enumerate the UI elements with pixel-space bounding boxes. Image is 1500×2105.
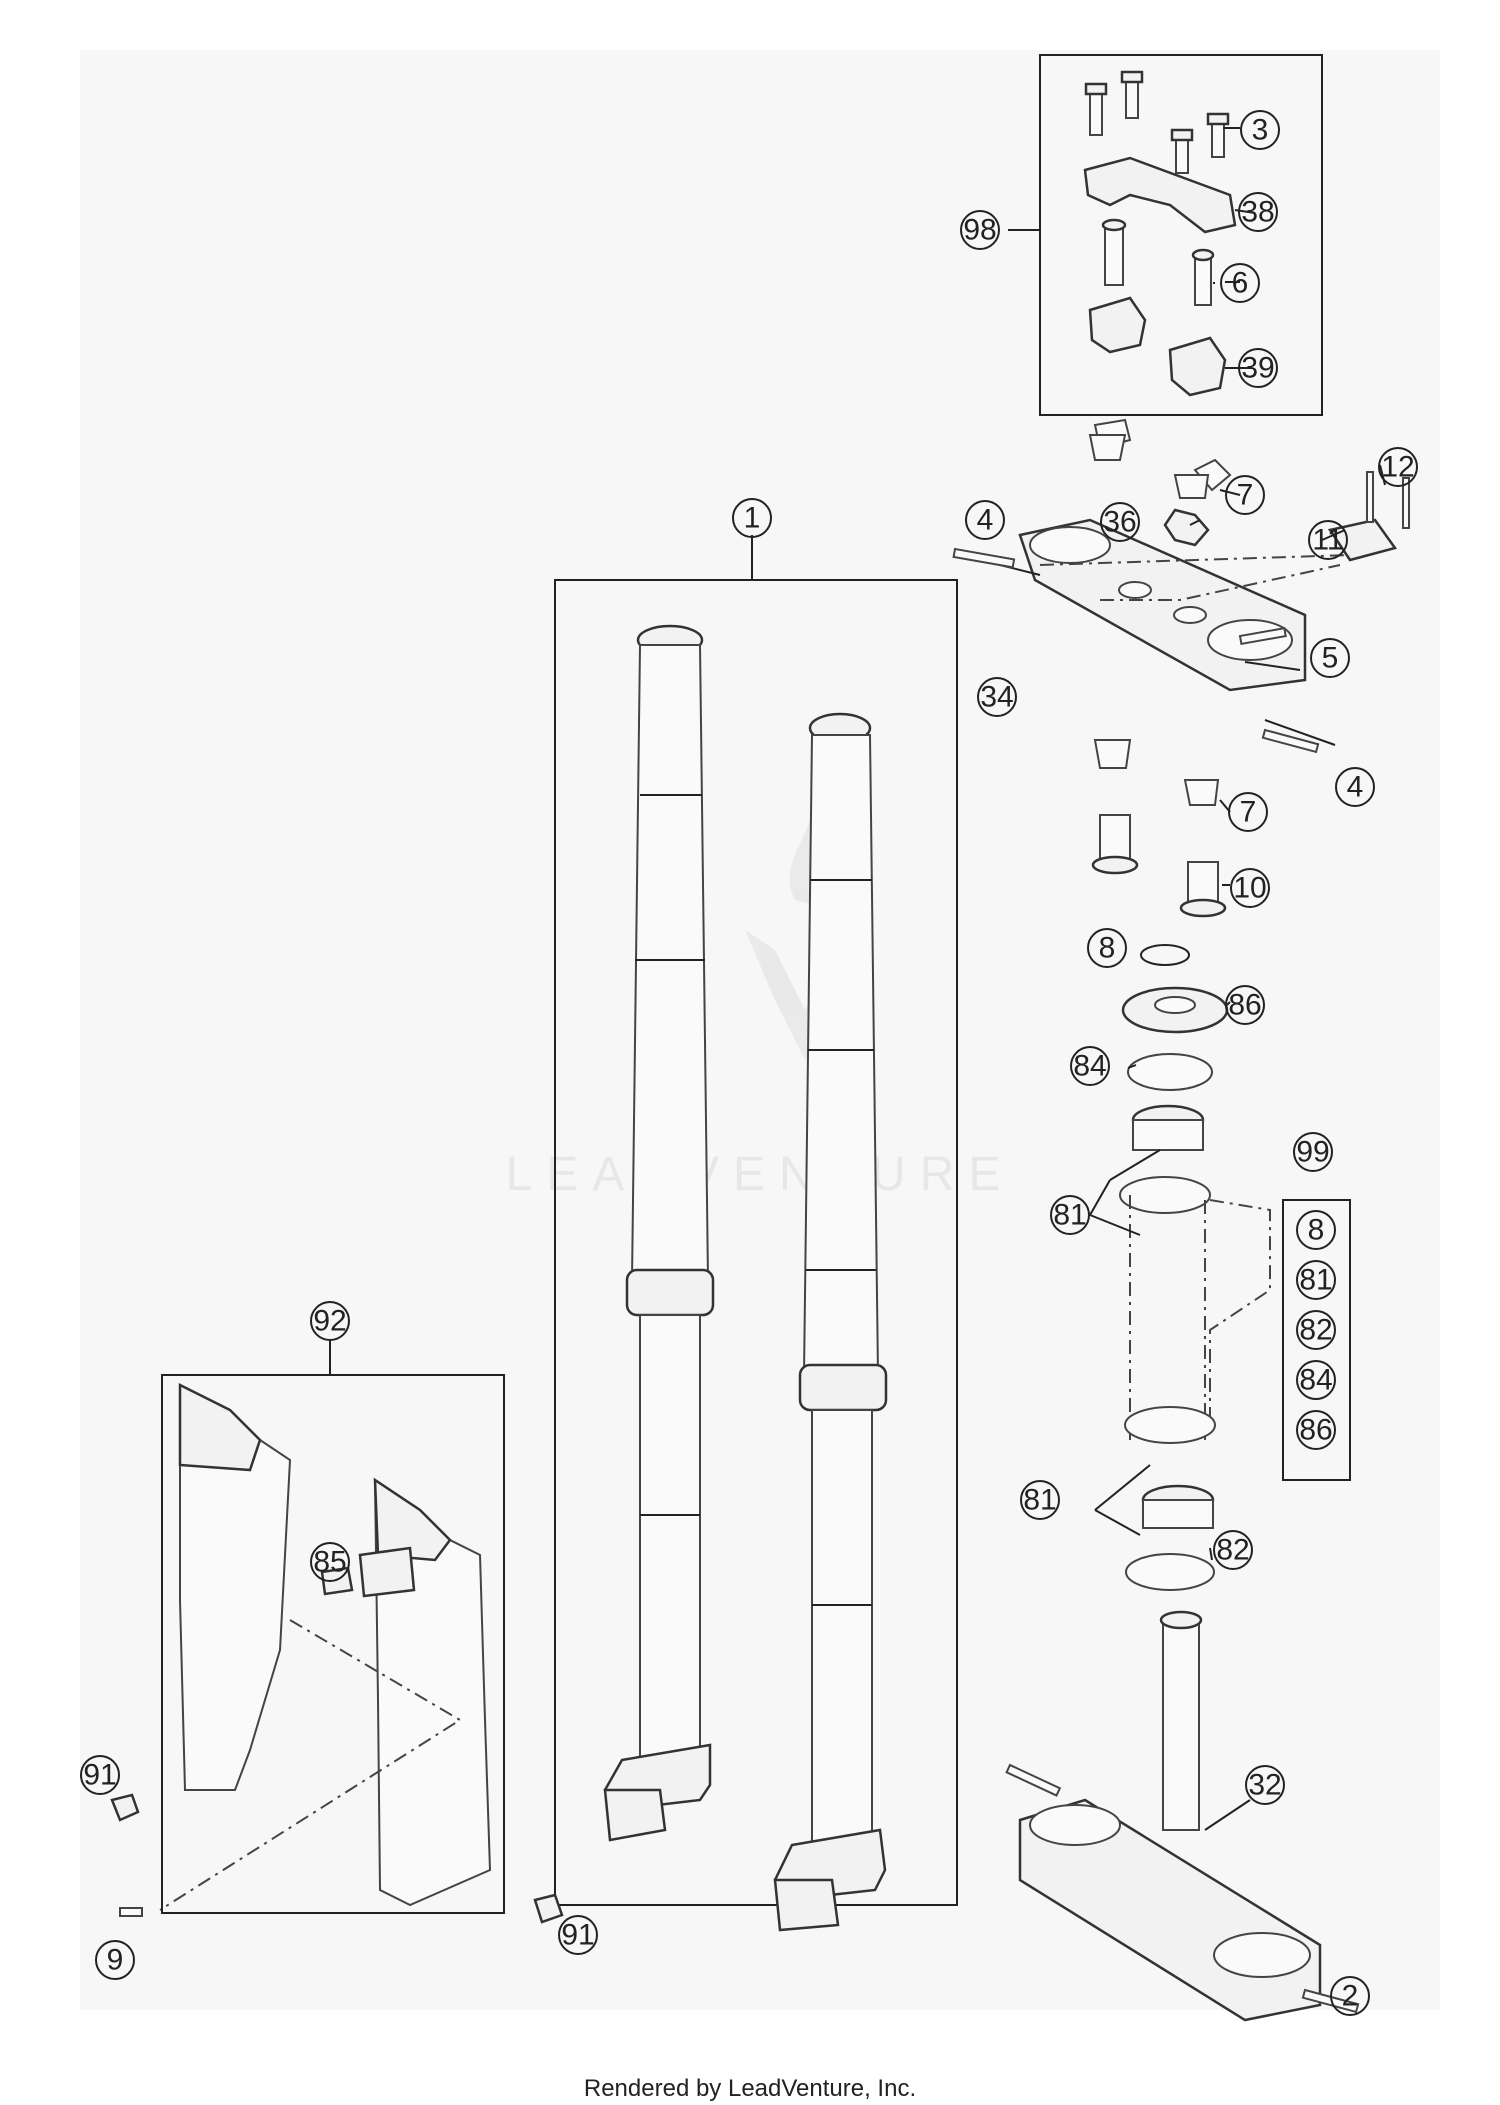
svg-text:82: 82 (1216, 1534, 1249, 1567)
callout-32: 32 (1245, 1765, 1285, 1805)
callout-84-stack: 84 (1070, 1046, 1110, 1086)
callout-12: 12 (1378, 447, 1418, 487)
svg-text:84: 84 (1299, 1364, 1332, 1397)
fork-box-1 (554, 579, 958, 1906)
svg-text:7: 7 (1240, 796, 1257, 829)
callout-86-box99: 86 (1296, 1410, 1336, 1450)
callout-98: 98 (960, 210, 1000, 250)
callout-86-stack: 86 (1225, 985, 1265, 1025)
svg-text:10: 10 (1233, 872, 1266, 905)
callout-1: 1 (732, 498, 772, 538)
fork-guard-box-92 (161, 1374, 505, 1914)
svg-text:36: 36 (1103, 506, 1136, 539)
svg-text:34: 34 (980, 681, 1013, 714)
callout-2: 2 (1330, 1976, 1370, 2016)
svg-text:84: 84 (1073, 1050, 1106, 1083)
upper-triple-clamp (952, 418, 1410, 918)
callout-82-stack: 82 (1213, 1530, 1253, 1570)
svg-text:8: 8 (1308, 1214, 1325, 1247)
svg-text:11: 11 (1312, 524, 1343, 557)
callout-84-box99: 84 (1296, 1360, 1336, 1400)
lower-triple-clamp (1005, 1610, 1360, 2022)
svg-text:4: 4 (977, 504, 994, 537)
callout-34: 34 (977, 677, 1017, 717)
svg-text:81: 81 (1053, 1199, 1086, 1232)
svg-text:2: 2 (1342, 1980, 1359, 2013)
svg-text:81: 81 (1299, 1264, 1332, 1297)
svg-text:91: 91 (561, 1919, 594, 1952)
callout-85: 85 (310, 1542, 350, 1582)
svg-text:86: 86 (1228, 989, 1261, 1022)
svg-text:5: 5 (1322, 642, 1339, 675)
svg-text:85: 85 (313, 1546, 346, 1579)
callout-82-box99: 82 (1296, 1310, 1336, 1350)
callout-3: 3 (1240, 110, 1280, 150)
callout-38: 38 (1238, 192, 1278, 232)
watermark-text: LEADVENTURE (506, 1148, 1015, 1201)
svg-text:1: 1 (744, 502, 761, 535)
callout-10: 10 (1230, 868, 1270, 908)
svg-text:4: 4 (1347, 771, 1364, 804)
callout-4-bottom: 4 (1335, 767, 1375, 807)
svg-text:82: 82 (1299, 1314, 1332, 1347)
svg-text:38: 38 (1241, 196, 1274, 229)
callout-91-left: 91 (80, 1755, 120, 1795)
svg-text:86: 86 (1299, 1414, 1332, 1447)
svg-text:9: 9 (107, 1944, 124, 1977)
callout-99: 99 (1293, 1132, 1333, 1172)
callout-81-lower: 81 (1020, 1480, 1060, 1520)
fork-guards (159, 1382, 492, 1911)
svg-text:81: 81 (1023, 1484, 1056, 1517)
callout-9: 9 (95, 1940, 135, 1980)
svg-text:91: 91 (83, 1759, 116, 1792)
callout-6: 6 (1220, 263, 1260, 303)
svg-text:92: 92 (313, 1305, 346, 1338)
callout-5: 5 (1310, 638, 1350, 678)
callout-81-upper: 81 (1050, 1195, 1090, 1235)
steering-bearing-stack (1089, 944, 1271, 1591)
callout-8-stack: 8 (1087, 928, 1127, 968)
callout-92: 92 (310, 1301, 350, 1341)
callout-81-box99: 81 (1296, 1260, 1336, 1300)
svg-text:3: 3 (1252, 114, 1269, 147)
callout-91-right: 91 (558, 1915, 598, 1955)
svg-text:12: 12 (1381, 451, 1414, 484)
leader-lines (1127, 127, 1386, 1561)
svg-text:32: 32 (1248, 1769, 1281, 1802)
kit-box-99 (1282, 1199, 1351, 1481)
callout-8-box99: 8 (1296, 1210, 1336, 1250)
svg-text:7: 7 (1237, 479, 1254, 512)
fork-legs (603, 624, 888, 1932)
callout-36: 36 (1100, 502, 1140, 542)
callout-7-top: 7 (1225, 475, 1265, 515)
footer-credit: Rendered by LeadVenture, Inc. (583, 2075, 917, 2102)
svg-text:6: 6 (1232, 267, 1249, 300)
svg-text:8: 8 (1099, 932, 1116, 965)
kit-box-98 (1039, 54, 1323, 416)
callout-4-top: 4 (965, 500, 1005, 540)
svg-text:99: 99 (1296, 1136, 1329, 1169)
callout-11: 11 (1308, 520, 1348, 560)
svg-text:98: 98 (963, 214, 996, 247)
guard-bolts (110, 1793, 564, 1924)
handlebar-clamp-parts (1083, 70, 1256, 397)
callout-39: 39 (1238, 348, 1278, 388)
callout-7-bottom: 7 (1228, 792, 1268, 832)
diagram-background (80, 50, 1440, 2010)
svg-text:39: 39 (1241, 352, 1274, 385)
